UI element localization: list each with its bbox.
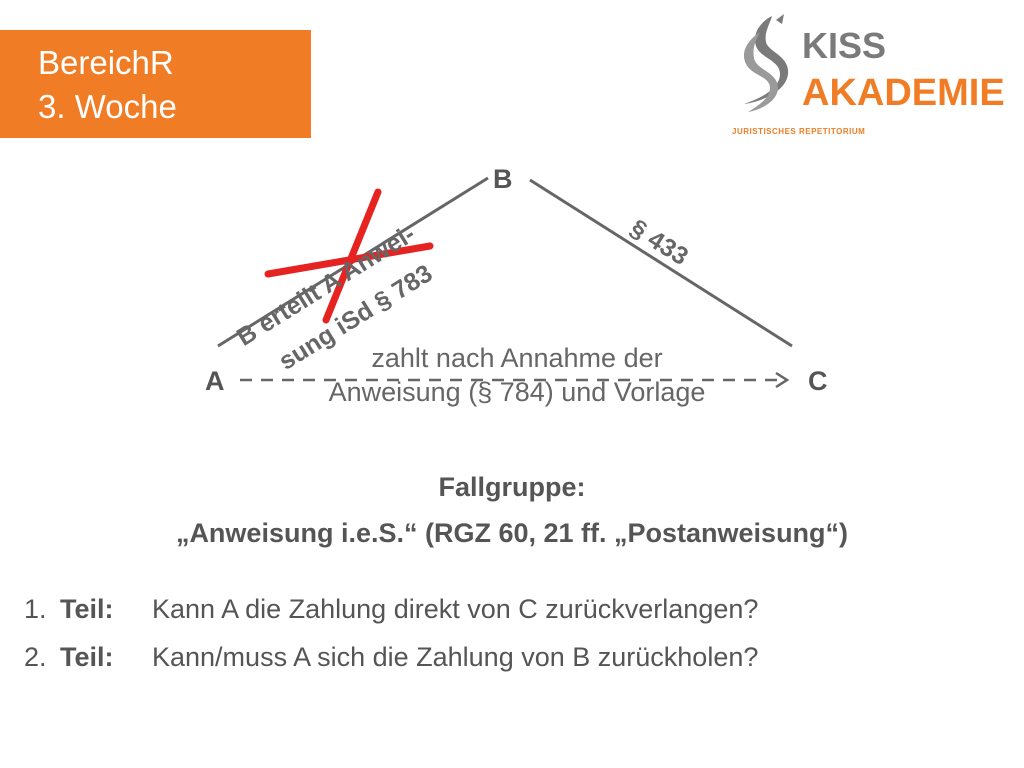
- question-text: Kann A die Zahlung direkt von C zurückve…: [152, 594, 759, 624]
- payment-label-line2: Anweisung (§ 784) und Vorlage: [328, 376, 706, 407]
- question-item: 1. Teil: Kann A die Zahlung direkt von C z…: [24, 594, 758, 625]
- question-part: Teil:: [60, 642, 114, 672]
- question-text: Kann/muss A sich die Zahlung von B zurüc…: [152, 642, 759, 672]
- cross-stroke-2: [264, 242, 434, 278]
- diagram-lines: [217, 176, 793, 389]
- node-b: B: [493, 164, 513, 194]
- logo-word-kiss: KISS: [802, 25, 887, 66]
- case-group-label: Fallgruppe:: [438, 472, 586, 502]
- logo-word-akademie: AKADEMIE: [802, 72, 1005, 114]
- case-group-title: „Anweisung i.e.S.“ (RGZ 60, 21 ff. „Post…: [175, 518, 849, 548]
- title-box: BereichR 3. Woche: [0, 30, 311, 138]
- question-part: Teil:: [60, 594, 114, 624]
- question-number: 1.: [24, 594, 47, 624]
- question-item: 2. Teil: Kann/muss A sich die Zahlung von …: [24, 642, 758, 673]
- node-c: C: [808, 366, 828, 396]
- payment-label-line1: zahlt nach Annahme der: [371, 343, 663, 373]
- logo-tagline: JURISTISCHES REPETITORIUM: [732, 127, 866, 136]
- edge-b-c-line: [529, 178, 793, 348]
- node-a: A: [205, 366, 225, 396]
- payment-label: zahlt nach Annahme der Anweisung (§ 784)…: [272, 342, 762, 410]
- logo-mark-icon: [743, 14, 789, 112]
- kiss-akademie-logo: KISS AKADEMIE JURISTISCHES REPETITORIUM: [730, 12, 1010, 147]
- slide-subtitle: 3. Woche: [38, 88, 177, 125]
- question-number: 2.: [24, 642, 47, 672]
- arrow-head-icon: [775, 371, 790, 389]
- slide-title: BereichR: [38, 44, 174, 81]
- payment-triangle-diagram: B A C B erteilt A Anwei- sung iSd § 783 …: [0, 150, 1024, 440]
